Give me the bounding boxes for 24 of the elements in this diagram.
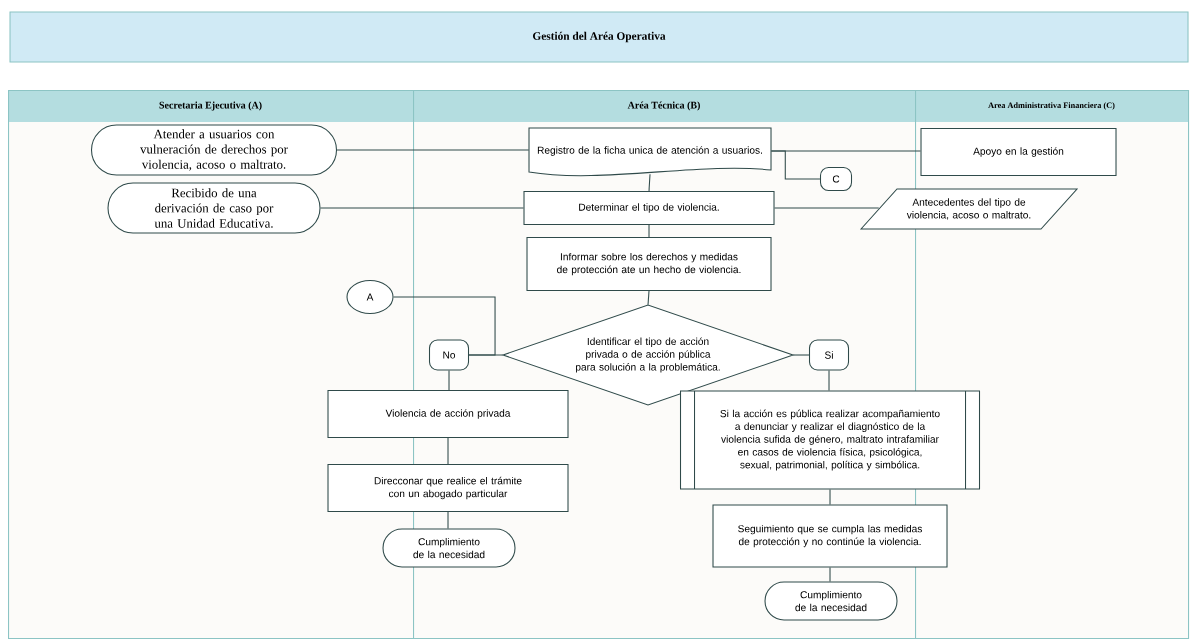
- connector-line: [792, 354, 810, 356]
- connector-line: [336, 149, 530, 151]
- connector-line: [770, 150, 821, 180]
- process-box: Informar sobre los derechos y medidas de protección ate un hecho de violencia.: [526, 236, 772, 292]
- connector-line: [647, 290, 650, 306]
- connector-line: [829, 489, 831, 505]
- process-box: Direcconar que realice el trámite con un abogado particular: [327, 463, 569, 513]
- connector-line: [447, 437, 449, 465]
- title-band: Gestión del Aréa Operativa: [9, 11, 1189, 63]
- connector-line: [648, 173, 651, 192]
- process-box: Violencia de acción privada: [327, 389, 569, 439]
- connector-line: [320, 207, 524, 209]
- connector-line: [448, 370, 450, 391]
- predefined-process-box: Si la acción es pública realizar acompañamiento a denunciar y realizar el diagnóstico de la violencia sufida de género, maltrato intrafamiliar en casos de violencia física, psicológica, sexual, patrimonial, política y simbólica.: [679, 390, 981, 490]
- connector-line: [774, 207, 880, 209]
- connector-line: [393, 296, 496, 356]
- process-box: Determinar el tipo de violencia.: [523, 190, 775, 226]
- connector-line: [468, 354, 504, 356]
- process-box: Seguimiento que se cumpla las medidas de protección y no continúe la violencia.: [712, 504, 948, 568]
- process-box: Apoyo en la gestión: [920, 127, 1117, 177]
- connector-line: [648, 224, 650, 238]
- connector-line: [828, 370, 830, 391]
- connector-line: [447, 511, 449, 529]
- connector-line: [829, 567, 831, 582]
